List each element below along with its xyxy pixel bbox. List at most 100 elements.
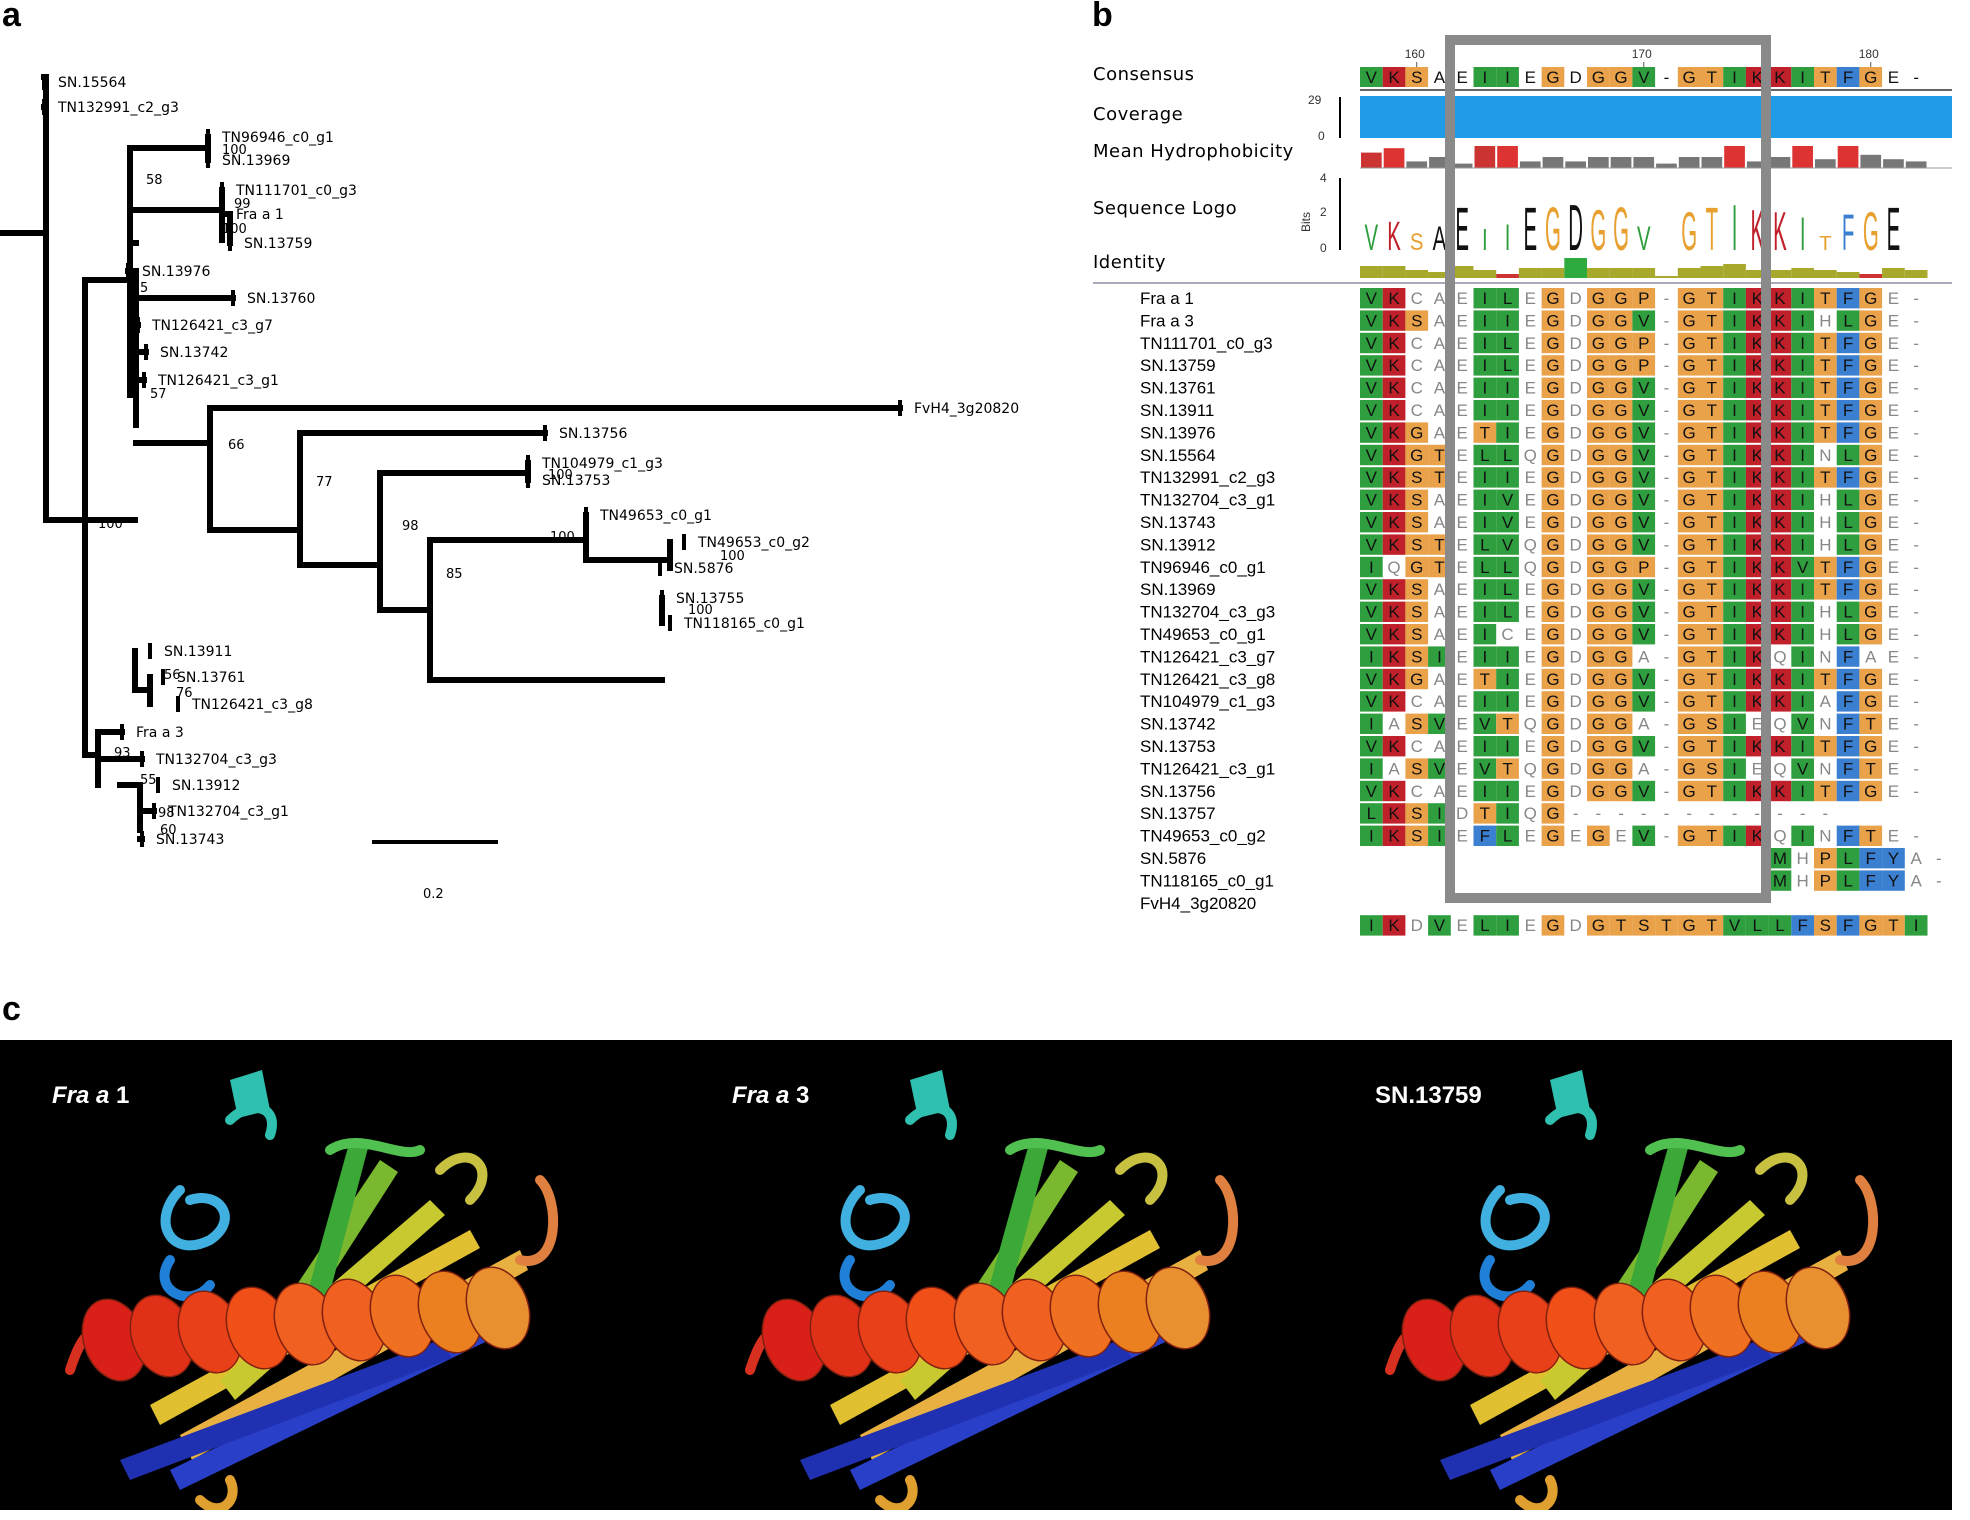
- residue: G: [1546, 401, 1559, 420]
- tree-branch: [583, 539, 673, 571]
- residue-cell: [1791, 780, 1814, 802]
- consensus-residue: E: [1888, 68, 1899, 87]
- residue: V: [1638, 423, 1650, 442]
- residue: V: [1638, 311, 1650, 330]
- residue-cell: [1496, 534, 1519, 555]
- residue: G: [1410, 423, 1423, 442]
- hydrophobicity-bar: [1451, 163, 1473, 168]
- residue-cell: [1382, 288, 1406, 309]
- residue-cell: [1700, 444, 1724, 466]
- tree-leaf-label: SN.13755: [676, 591, 744, 607]
- residue-cell: [1587, 825, 1610, 846]
- residue: G: [1546, 513, 1559, 532]
- identity-bar: [1700, 266, 1724, 278]
- residue: I: [1732, 491, 1737, 510]
- residue: T: [1820, 782, 1830, 801]
- residue-cell: [1587, 534, 1610, 555]
- residue: I: [1437, 827, 1442, 846]
- residue: G: [1592, 446, 1605, 465]
- residue-cell: [1859, 489, 1883, 510]
- residue-cell: [1473, 668, 1497, 690]
- residue-cell: [1700, 579, 1724, 600]
- residue: G: [1614, 580, 1627, 599]
- residue: F: [1843, 916, 1853, 935]
- residue: V: [1366, 446, 1378, 465]
- logo-letter: D: [1568, 193, 1583, 264]
- residue-cell: [1609, 355, 1633, 376]
- consensus-cell: [1541, 67, 1565, 87]
- residue: K: [1774, 692, 1786, 711]
- ribbon-segment: [1115, 1152, 1168, 1205]
- residue: K: [1774, 334, 1786, 353]
- logo-letter: S: [1410, 229, 1424, 256]
- residue: -: [1664, 513, 1670, 532]
- residue: T: [1707, 692, 1717, 711]
- residue: -: [1913, 513, 1919, 532]
- coverage-bar: [1360, 96, 1952, 138]
- ribbon-segment: [1755, 1152, 1808, 1205]
- residue-cell: [1791, 332, 1814, 354]
- residue-cell: [1859, 758, 1883, 779]
- residue-cell: [1723, 736, 1746, 757]
- residue-cell: [1609, 467, 1633, 488]
- residue-cell: [1814, 780, 1837, 802]
- residue: E: [1456, 491, 1467, 510]
- bootstrap-value: 60: [160, 823, 177, 838]
- residue-cell: [1836, 624, 1860, 645]
- residue-cell: [1655, 915, 1678, 936]
- residue: G: [1592, 311, 1605, 330]
- residue-cell: [1768, 489, 1792, 510]
- residue: V: [1366, 334, 1378, 353]
- residue: I: [1482, 379, 1487, 398]
- residue: E: [1615, 827, 1626, 846]
- residue-cell: [1609, 400, 1633, 421]
- residue: T: [1888, 916, 1898, 935]
- residue: A: [1434, 782, 1446, 801]
- residue-cell: [1791, 668, 1814, 690]
- bootstrap-value: 100: [548, 468, 573, 483]
- residue: K: [1774, 356, 1786, 375]
- residue: I: [1505, 804, 1510, 823]
- residue-cell: [1405, 467, 1429, 488]
- tree-leaf-label: SN.13759: [244, 236, 312, 252]
- residue: G: [1614, 737, 1627, 756]
- residue: G: [1592, 670, 1605, 689]
- residue: I: [1482, 625, 1487, 644]
- residue: T: [1707, 916, 1717, 935]
- residue: -: [1936, 871, 1942, 890]
- residue: K: [1752, 379, 1764, 398]
- residue: D: [1570, 446, 1582, 465]
- residue-cell: [1360, 310, 1383, 331]
- residue: V: [1366, 356, 1378, 375]
- residue: K: [1752, 737, 1764, 756]
- residue: G: [1864, 491, 1877, 510]
- residue: I: [1732, 580, 1737, 599]
- residue: -: [1913, 715, 1919, 734]
- residue-cell: [1587, 691, 1610, 712]
- residue: -: [1664, 446, 1670, 465]
- residue: E: [1525, 647, 1536, 666]
- residue: V: [1366, 782, 1378, 801]
- residue-cell: [1360, 646, 1383, 667]
- residue: K: [1388, 356, 1400, 375]
- residue-cell: [1496, 601, 1519, 622]
- residue-cell: [1882, 915, 1905, 936]
- residue-cell: [1541, 422, 1565, 443]
- residue: C: [1411, 401, 1423, 420]
- residue-cell: [1814, 400, 1837, 421]
- residue: G: [1592, 580, 1605, 599]
- hydrophobicity-bar: [1769, 157, 1791, 168]
- residue: E: [1456, 625, 1467, 644]
- residue-cell: [1382, 803, 1406, 824]
- bootstrap-value: 5: [140, 281, 148, 296]
- residue-cell: [1677, 758, 1701, 779]
- residue-cell: [1360, 915, 1383, 936]
- residue: E: [1456, 737, 1467, 756]
- residue: E: [1888, 782, 1899, 801]
- residue: E: [1456, 580, 1467, 599]
- residue: T: [1820, 423, 1830, 442]
- residue: K: [1752, 625, 1764, 644]
- residue: -: [1913, 423, 1919, 442]
- hydrophobicity-bar: [1588, 157, 1609, 168]
- bootstrap-value: 55: [140, 773, 157, 788]
